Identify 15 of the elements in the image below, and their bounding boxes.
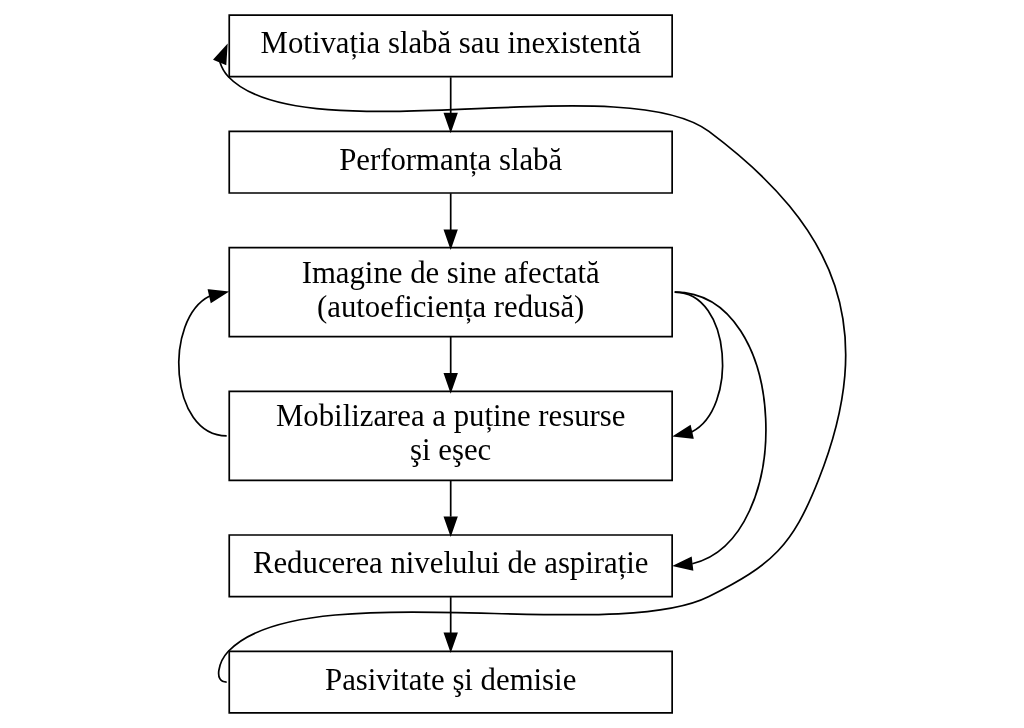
node-box: Imagine de sine afectată (autoeficiența redusă) [228, 246, 673, 338]
arrow [443, 596, 458, 654]
node-box: Pasivitate şi demisie [228, 650, 673, 714]
node-box: Performanța slabă [228, 130, 673, 194]
arrow [443, 479, 458, 538]
arrow [672, 291, 767, 571]
node-box: Motivația slabă sau inexistentă [228, 14, 673, 78]
node-box: Reducerea nivelului de aspirație [228, 534, 673, 598]
arrow [443, 76, 458, 134]
node-box: Mobilizarea a puține resurse şi eşec [228, 390, 673, 482]
arrow [672, 291, 724, 439]
arrow [178, 289, 230, 437]
arrow [213, 43, 847, 683]
arrow [443, 335, 458, 394]
arrow [443, 192, 458, 250]
